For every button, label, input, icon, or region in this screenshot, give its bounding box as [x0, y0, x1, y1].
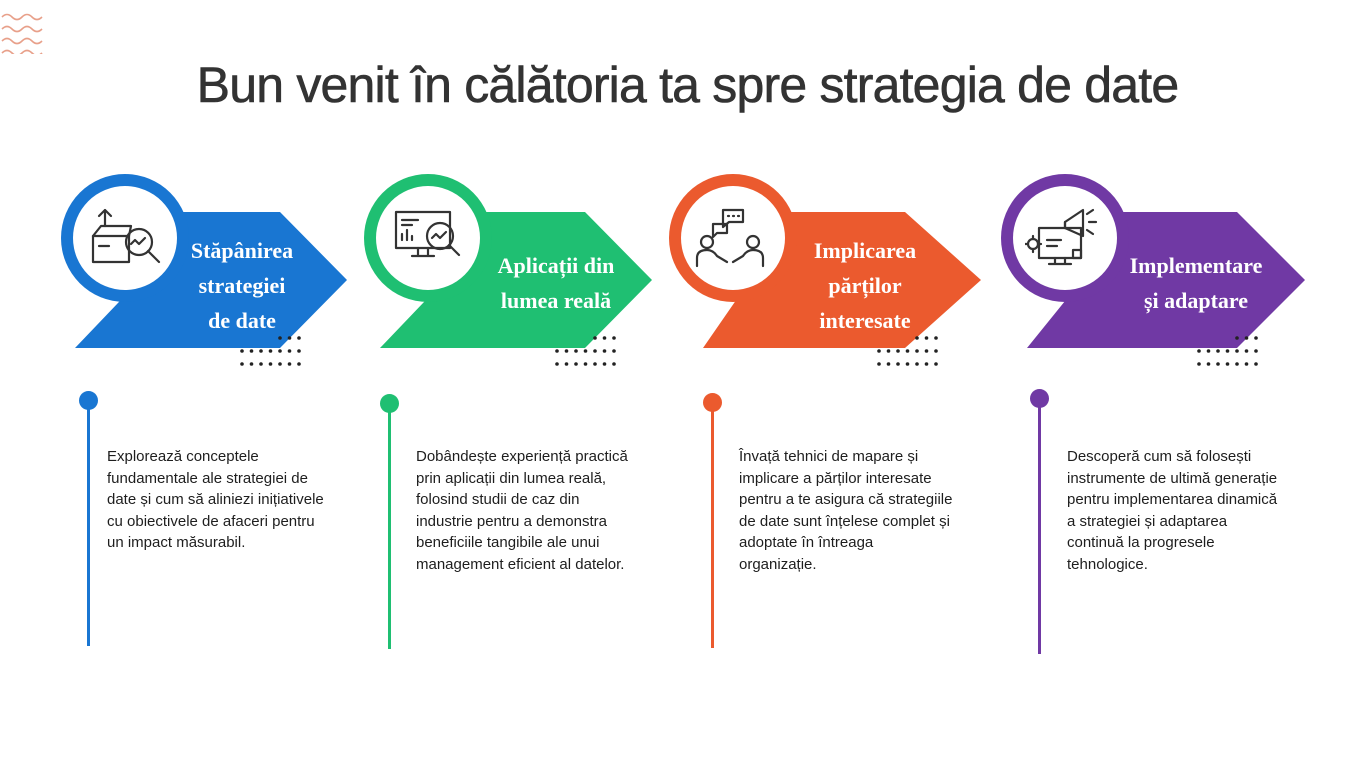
step-title-line: de date — [208, 308, 276, 333]
dot-grid-decoration — [240, 336, 301, 366]
step-title-line: Implementare — [1129, 253, 1263, 278]
step-card: Aplicații din lumea reală Dobândește exp… — [360, 170, 670, 660]
step-arrow-shape — [669, 174, 981, 348]
desc-line: adoptate în întreaga — [739, 534, 874, 551]
desc-line: implicare a părților interesate — [739, 469, 932, 487]
step-arrow-shape — [1001, 174, 1305, 348]
desc-line: management eficient al datelor. — [416, 555, 625, 573]
step-card: Stăpânirea strategiei de date Explorează… — [55, 170, 365, 660]
dot-grid-decoration — [1197, 336, 1258, 366]
desc-line: fundamentale ale strategiei de — [107, 469, 308, 487]
wave-decoration — [1, 13, 43, 54]
desc-line: Dobândește experiență practică — [416, 448, 628, 465]
step-title-line: strategiei — [198, 273, 286, 298]
desc-line: Explorează conceptele — [107, 448, 259, 465]
desc-line: un impact măsurabil. — [107, 534, 246, 551]
step-description: Învață tehnici de mapare și implicare a … — [739, 446, 999, 575]
step-description: Dobândește experiență practică prin apli… — [416, 446, 676, 575]
desc-line: continuă la progresele — [1067, 534, 1215, 551]
desc-line: pentru a te asigura că strategiile — [739, 491, 953, 508]
desc-line: beneficiile tangibile ale unui — [416, 534, 600, 551]
dot-grid-decoration — [877, 336, 938, 366]
step-title-line: Stăpânirea — [190, 238, 294, 263]
desc-line: tehnologice. — [1067, 555, 1148, 573]
desc-line: folosind studii de caz din — [416, 491, 580, 508]
timeline-dot — [1030, 389, 1049, 408]
people-chat-icon — [695, 208, 765, 268]
desc-line: cu obiectivele de afaceri pentru — [107, 512, 315, 530]
desc-line: organizație. — [739, 555, 817, 573]
page-title: Bun venit în călătoria ta spre strategia… — [196, 57, 1179, 114]
timeline-dot — [380, 394, 399, 413]
desc-line: industrie pentru a demonstra — [416, 512, 607, 530]
desc-line: Învață tehnici de mapare și — [739, 448, 919, 465]
timeline-dot — [703, 393, 722, 412]
timeline-line — [388, 404, 391, 649]
step-title-line: lumea reală — [500, 288, 612, 313]
desc-line: Descoperă cum să folosești — [1067, 448, 1252, 465]
step-title-line: Implicarea — [813, 238, 917, 263]
timeline-line — [1038, 399, 1041, 654]
step-description: Descoperă cum să folosești instrumente d… — [1067, 446, 1327, 575]
dot-grid-decoration — [555, 336, 616, 366]
step-arrow-shape — [61, 174, 347, 348]
step-title-line: Aplicații din — [497, 253, 615, 278]
step-title-line: și adaptare — [1143, 288, 1249, 313]
desc-line: pentru implementarea dinamică — [1067, 491, 1278, 508]
desc-line: prin aplicații din lumea reală, — [416, 469, 607, 487]
desc-line: date și cum să aliniezi inițiativele — [107, 491, 324, 508]
desc-line: de date sunt înțelese complet și — [739, 512, 950, 530]
desc-line: instrumente de ultimă generație — [1067, 469, 1278, 487]
step-description: Explorează conceptele fundamentale ale s… — [107, 446, 367, 554]
step-title-line: interesate — [819, 308, 911, 333]
timeline-dot — [79, 391, 98, 410]
box-analytics-icon — [91, 208, 161, 264]
dashboard-search-icon — [394, 210, 461, 258]
timeline-line — [711, 403, 714, 648]
timeline-line — [87, 401, 90, 646]
megaphone-monitor-icon — [1025, 208, 1098, 266]
step-title-line: părților — [828, 273, 902, 298]
step-card: Implementare și adaptare Descoperă cum s… — [997, 170, 1307, 660]
desc-line: a strategiei și adaptarea — [1067, 512, 1228, 530]
step-card: Implicarea părților interesate Învață te… — [665, 170, 981, 660]
